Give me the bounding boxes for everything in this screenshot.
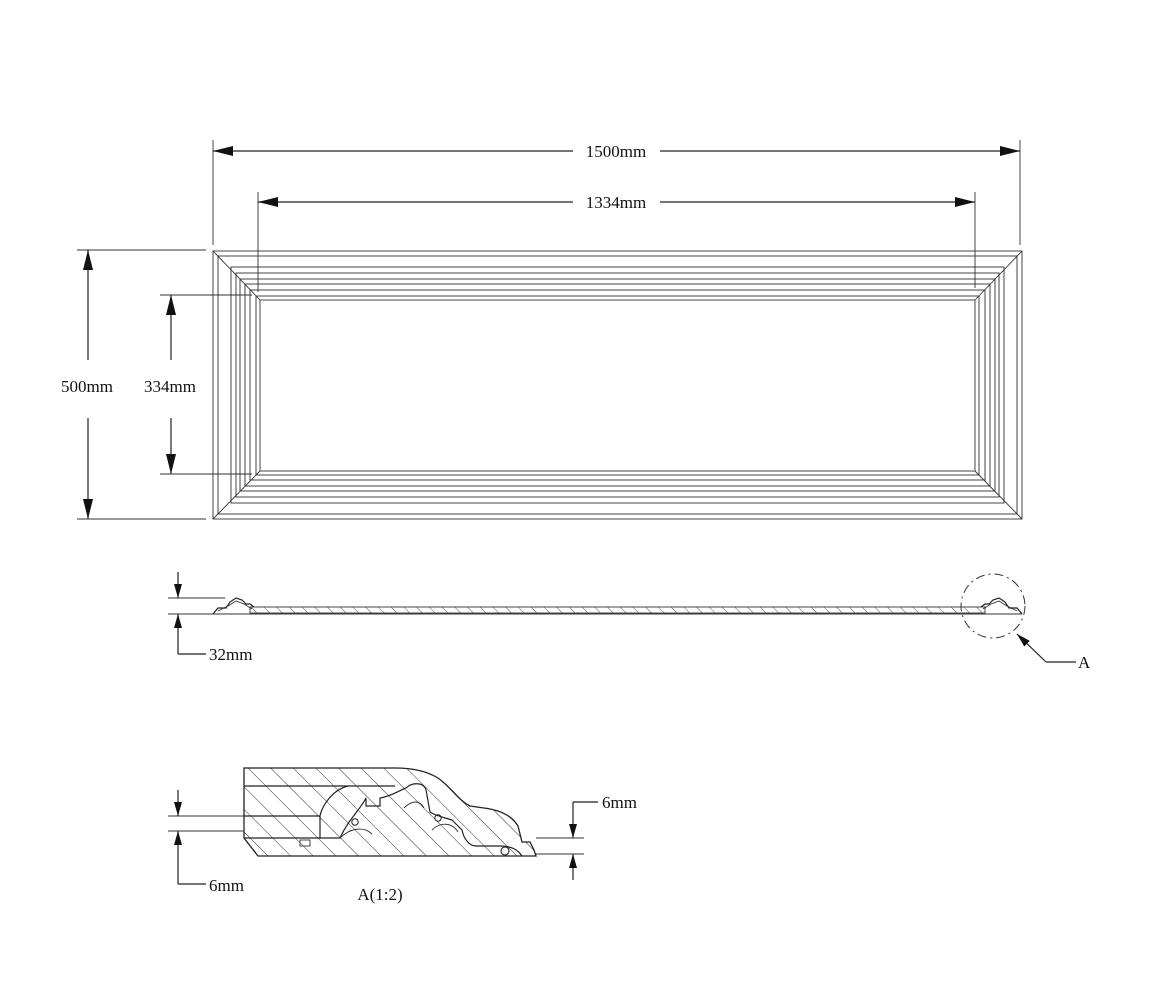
detail-callout-label: A (1078, 653, 1091, 672)
dimension-inner-height: 334mm (144, 294, 252, 475)
dimension-detail-left: 6mm (168, 790, 244, 895)
dimension-thickness: 32mm (168, 572, 252, 664)
dimension-overall-height: 500mm (61, 249, 206, 520)
dim-label-32: 32mm (209, 645, 252, 664)
dim-label-1334: 1334mm (586, 193, 646, 212)
front-view (212, 250, 1023, 520)
dim-label-detail-right: 6mm (602, 793, 637, 812)
dim-label-detail-left: 6mm (209, 876, 244, 895)
dimension-inner-width: 1334mm (257, 192, 976, 292)
detail-view-label: A(1:2) (357, 885, 402, 904)
dimension-detail-right: 6mm (536, 793, 637, 880)
dim-label-1500: 1500mm (586, 142, 646, 161)
dimension-overall-width: 1500mm (212, 140, 1021, 245)
dim-label-334: 334mm (144, 377, 196, 396)
detail-view-a (243, 767, 537, 857)
dim-label-500: 500mm (61, 377, 113, 396)
side-view: A (212, 573, 1091, 672)
